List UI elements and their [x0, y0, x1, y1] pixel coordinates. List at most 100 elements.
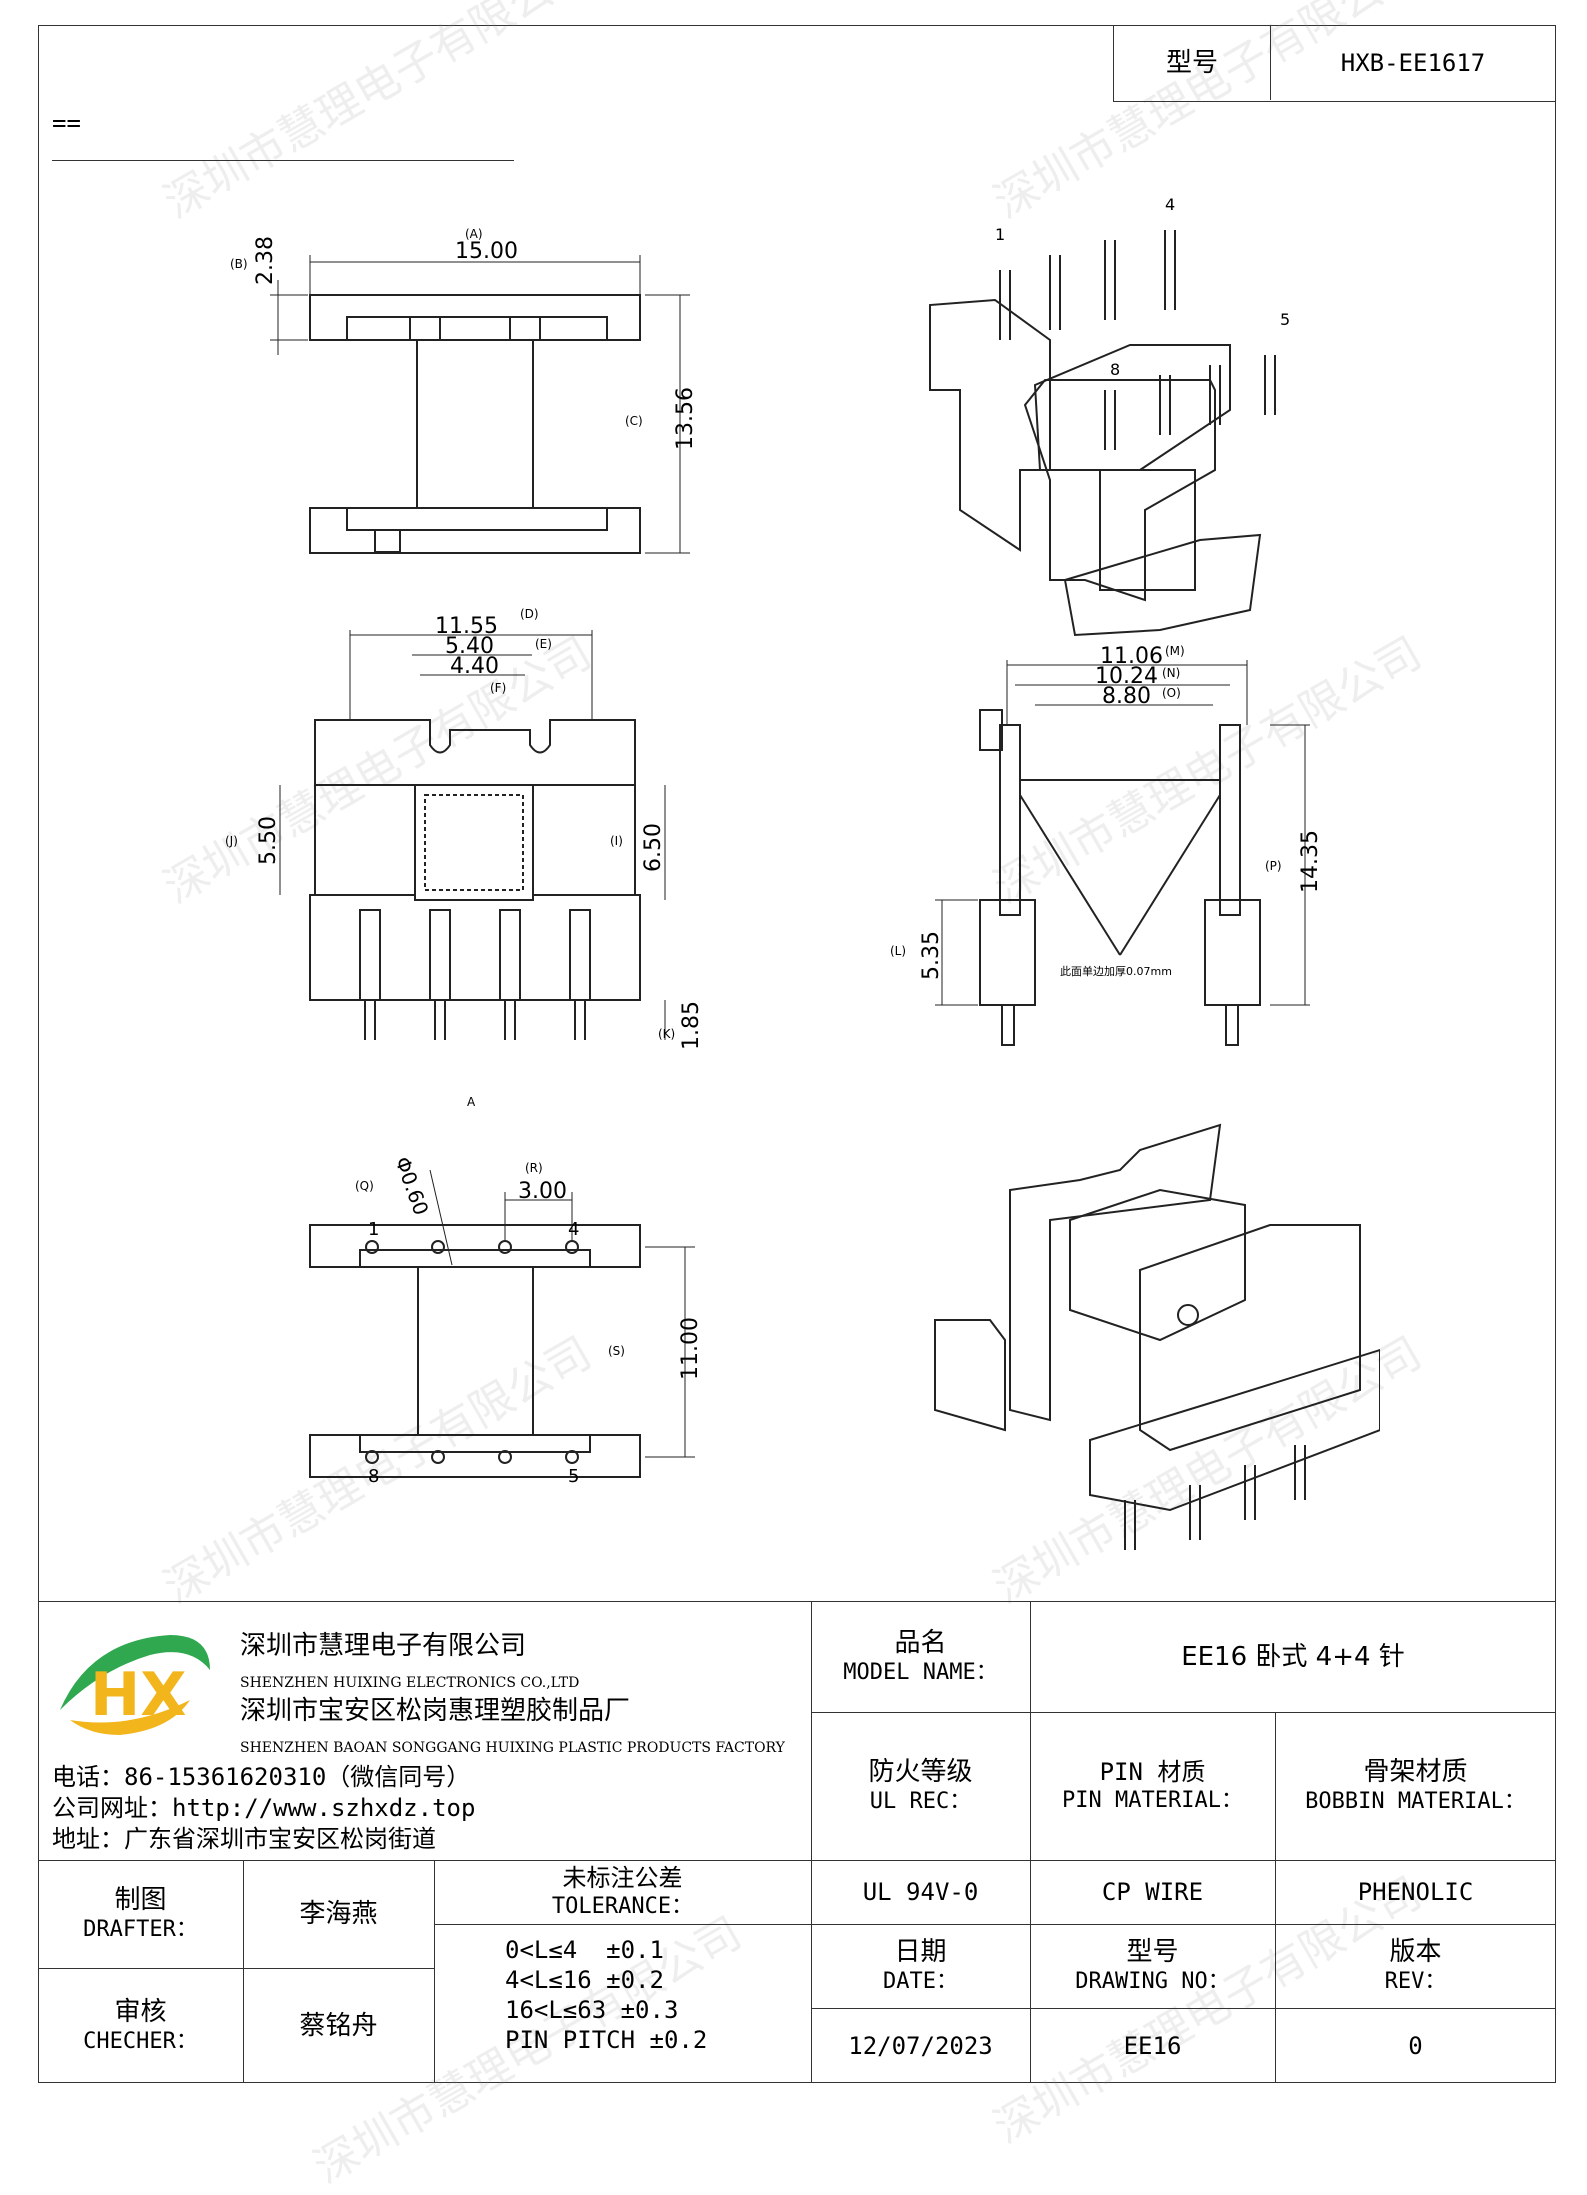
drafter-value: 李海燕: [299, 1899, 378, 1929]
header-model-label: 型号: [1114, 25, 1271, 100]
grid-line: [434, 1860, 435, 2083]
iso-pin-5: 5: [1280, 310, 1290, 329]
factory-name-en: SHENZHEN BAOAN SONGGANG HUIXING PLASTIC …: [240, 1740, 785, 1756]
checker-value: 蔡铭舟: [299, 2010, 378, 2041]
grid-line: [434, 1924, 1556, 1925]
dim-n-value: 10.24: [1095, 664, 1158, 689]
dim-c-ref: (C): [625, 414, 643, 428]
drawing-no-value: EE16: [1123, 2031, 1182, 2060]
side-note: 此面单边加厚0.07mm: [1060, 965, 1172, 978]
company-phone: 电话：86-15361620310（微信同号）: [52, 1763, 471, 1791]
dim-p-value: 14.35: [1298, 830, 1323, 893]
bobbin-material-value: PHENOLIC: [1357, 1878, 1474, 1906]
pin-label-5: 5: [568, 1466, 579, 1487]
dim-j-value: 5.50: [256, 816, 281, 865]
ul-rec-label: 防火等级 UL REC：: [868, 1757, 973, 1814]
dim-i-ref: (I): [610, 834, 623, 848]
dim-m-ref: (M): [1165, 644, 1185, 658]
grid-line: [811, 1712, 1556, 1713]
top-mark: ==: [52, 109, 81, 137]
drafter-label: 制图 DRAFTER：: [83, 1885, 198, 1942]
iso-pin-1: 1: [995, 225, 1005, 244]
model-name-value: EE16 卧式 4+4 针: [1181, 1641, 1405, 1672]
iso-pin-8: 8: [1110, 360, 1120, 379]
tolerance-line: 0<L≤4 ±0.1: [505, 1936, 664, 1964]
dim-i-value: 6.50: [641, 823, 666, 872]
checker-label: 审核 CHECHER：: [83, 1996, 198, 2054]
dim-d-ref: (D): [520, 607, 539, 621]
dim-j-ref: (J): [225, 834, 238, 848]
dim-c-value: 13.56: [673, 387, 698, 450]
dim-o-ref: (O): [1162, 686, 1181, 700]
dim-r-value: 3.00: [518, 1179, 567, 1204]
dim-d-value: 11.55: [435, 614, 498, 639]
side-view-drawing: 11.06 (M) 10.24 (N) 8.80 (O) 14.35 (P) 5…: [890, 644, 1323, 1046]
dim-n-ref: (N): [1162, 666, 1180, 680]
tolerance-line: 16<L≤63 ±0.3: [505, 1996, 679, 2024]
pin-material-value: CP WIRE: [1101, 1878, 1204, 1906]
dim-e-value: 5.40: [445, 634, 494, 659]
company-logo: HX: [60, 1635, 210, 1735]
company-website: 公司网址：http://www.szhxdz.top: [52, 1794, 476, 1822]
dim-s-ref: (S): [608, 1344, 625, 1358]
dim-r-ref: (R): [525, 1161, 543, 1175]
bobbin-material-label: 骨架材质 BOBBIN MATERIAL：: [1305, 1757, 1526, 1814]
front-view-drawing: 11.55 (D) 5.40 (E) 4.40 (F) 5.50 (J) 6.5…: [225, 607, 704, 1050]
tolerance-line: PIN PITCH ±0.2: [505, 2026, 708, 2054]
ul-rec-value: UL 94V-0: [862, 1878, 979, 1906]
iso-view-top: 1 4 5 8: [929, 195, 1290, 637]
dim-a-value: 15.00: [455, 239, 518, 264]
model-name-label: 品名 MODEL NAME：: [843, 1627, 998, 1685]
header-model-value: HXB-EE1617: [1340, 48, 1486, 77]
dim-l-ref: (L): [890, 944, 906, 958]
company-name-cn: 深圳市慧理电子有限公司: [240, 1631, 527, 1661]
factory-name-cn: 深圳市宝安区松岗惠理塑胶制品厂: [240, 1696, 631, 1726]
bottom-view-drawing: A 3.00 (R) 11.00 (S) Φ0.60 (Q) 1 4 8 5: [309, 1095, 703, 1487]
grid-line: [811, 1601, 812, 2083]
dim-o-value: 8.80: [1102, 684, 1151, 709]
dim-m-value: 11.06: [1100, 644, 1163, 669]
tolerance-label: 未标注公差 TOLERANCE：: [551, 1864, 694, 1919]
top-view-drawing: 15.00 (A) 2.38 (B) 13.56 (C): [230, 227, 698, 554]
date-label: 日期 DATE：: [883, 1937, 958, 1994]
date-value: 12/07/2023: [848, 2031, 993, 2060]
title-block-top-border: [38, 1601, 1556, 1602]
top-rule: [52, 160, 514, 161]
pin-label-4: 4: [568, 1219, 579, 1240]
dim-l-value: 5.35: [919, 931, 944, 980]
bottom-mark: A: [467, 1095, 476, 1109]
header-model-box: 型号 HXB-EE1617: [1113, 25, 1556, 102]
tolerance-lines: 0<L≤4 ±0.1 4<L≤16 ±0.2 16<L≤63 ±0.3 PIN …: [505, 1935, 805, 2055]
dim-p-ref: (P): [1265, 859, 1282, 873]
dim-k-value: 1.85: [679, 1001, 704, 1050]
dim-f-value: 4.40: [450, 654, 499, 679]
grid-line: [38, 1968, 434, 1969]
dim-a-ref: (A): [465, 227, 483, 241]
dim-s-value: 11.00: [678, 1317, 703, 1380]
rev-label: 版本 REV：: [1384, 1937, 1447, 1994]
grid-line: [243, 1860, 244, 2083]
iso-pin-4: 4: [1165, 195, 1175, 214]
drawing-frame: [38, 25, 1556, 2083]
logo-text: HX: [90, 1660, 186, 1730]
tolerance-line: 4<L≤16 ±0.2: [505, 1966, 664, 1994]
grid-line: [811, 2008, 1556, 2009]
dim-f-ref: (F): [490, 681, 506, 695]
dim-k-ref: (K): [658, 1027, 675, 1041]
grid-line: [1275, 1712, 1276, 2083]
dim-b-value: 2.38: [253, 236, 278, 285]
company-address: 地址：广东省深圳市宝安区松岗街道: [52, 1825, 436, 1853]
grid-line: [1030, 1601, 1031, 2083]
rev-value: 0: [1408, 2031, 1423, 2060]
dim-q-value: Φ0.60: [390, 1154, 433, 1219]
company-name-en: SHENZHEN HUIXING ELECTRONICS CO.,LTD: [240, 1675, 580, 1691]
pin-material-label: PIN 材质 PIN MATERIAL：: [1062, 1758, 1243, 1813]
dim-q-ref: (Q): [355, 1179, 374, 1193]
pin-label-8: 8: [368, 1466, 379, 1487]
grid-line: [38, 1860, 1556, 1861]
drawing-no-label: 型号 DRAWING NO：: [1075, 1937, 1230, 1994]
pin-label-1: 1: [368, 1219, 379, 1240]
dim-e-ref: (E): [535, 637, 552, 651]
dim-b-ref: (B): [230, 257, 248, 271]
iso-view-bottom: [934, 1123, 1380, 1550]
